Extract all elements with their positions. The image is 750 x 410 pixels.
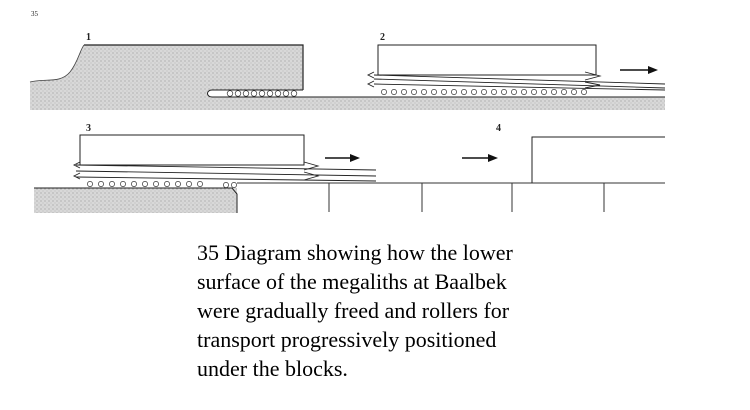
quarry-edge-panel-1 — [29, 44, 85, 83]
panel-number-3: 3 — [86, 123, 91, 134]
ground-grid-panel-3-4 — [237, 182, 665, 212]
figure-number-small: 35 — [31, 10, 38, 18]
bedrock-outline-panel-3 — [34, 187, 238, 213]
caption-line: under the blocks. — [197, 356, 348, 381]
panel-3: 3 — [34, 123, 665, 213]
caption-line: were gradually freed and rollers for — [197, 298, 510, 323]
lever-beams-panel-2 — [366, 71, 666, 91]
trench-outline-panel-1 — [207, 89, 665, 98]
block-panel-2 — [377, 44, 597, 76]
rollers-panel-3 — [87, 181, 237, 188]
quarry-bedrock-panel-1 — [30, 45, 665, 110]
block-panel-3 — [79, 134, 305, 166]
arrow-right-panel-4 — [462, 154, 498, 162]
block-panel-4 — [531, 136, 665, 183]
panel-4: 4 — [462, 123, 665, 183]
quarry-bedrock-panel-3 — [34, 188, 237, 213]
rollers-panel-1 — [226, 90, 298, 97]
figure-caption: 35 Diagram showing how the lower surface… — [197, 238, 617, 383]
lever-beams-panel-3 — [72, 161, 377, 182]
caption-line: 35 Diagram showing how the lower — [197, 240, 513, 265]
caption-line: surface of the megaliths at Baalbek — [197, 269, 507, 294]
panel-number-4: 4 — [496, 123, 501, 134]
rollers-panel-2 — [381, 89, 587, 95]
block-outline-panel-1 — [84, 44, 304, 90]
panel-number-1: 1 — [86, 32, 91, 43]
caption-line: transport progressively positioned — [197, 327, 497, 352]
arrow-right-panel-2 — [620, 66, 658, 74]
panel-number-2: 2 — [380, 32, 385, 43]
panel-2: 2 — [366, 32, 666, 95]
arrow-right-panel-3 — [325, 154, 360, 162]
megalith-transport-diagram: 1 2 — [29, 32, 666, 213]
panel-1: 1 — [29, 32, 665, 110]
